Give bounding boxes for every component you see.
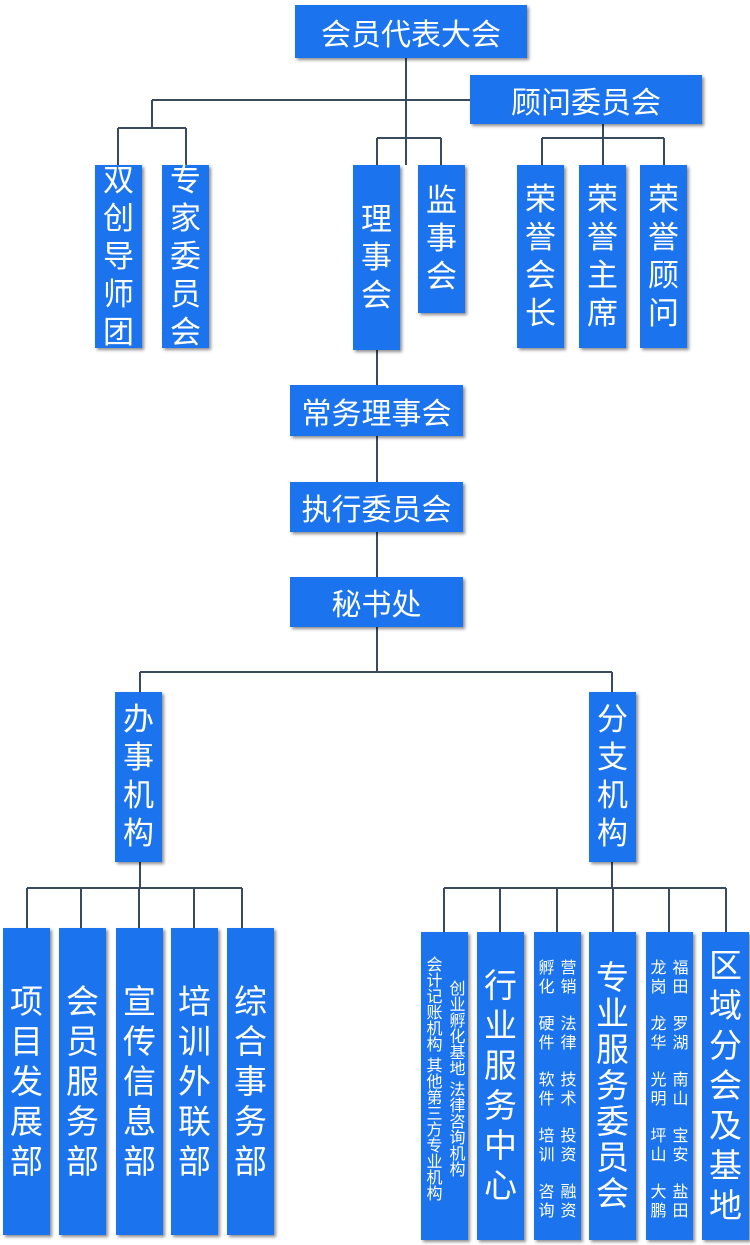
department-box: 项目发展部 xyxy=(3,928,50,1235)
honorary-advisor-label: 荣誉顾问 xyxy=(648,181,679,332)
district-item: 宝安 xyxy=(672,1126,689,1164)
service-items-box: 营销 孵化 法律 硬件 技术 软件 投资 培训 融资 咨询 xyxy=(534,932,581,1240)
honorary-chairman-label: 荣誉主席 xyxy=(587,181,618,332)
department-box: 会员服务部 xyxy=(59,928,106,1235)
industry-center-label: 行业服务中心 xyxy=(484,966,517,1205)
branch-label: 分支机构 xyxy=(597,702,628,852)
district-item: 罗湖 xyxy=(672,1014,689,1052)
service-item: 融资 xyxy=(560,1182,577,1220)
service-pair: 投资 培训 xyxy=(539,1126,577,1164)
district-pair: 南山 光明 xyxy=(651,1070,689,1108)
secretariat-box: 秘书处 xyxy=(290,577,463,627)
district-item: 大鹏 xyxy=(650,1182,667,1220)
service-item: 法律 xyxy=(560,1014,577,1052)
third-party-col1: 创业孵化基地 法律咨询机构 xyxy=(446,980,466,1178)
district-pair: 盐田 大鹏 xyxy=(651,1182,689,1220)
district-item: 龙岗 xyxy=(650,958,667,996)
department-label: 综合事务部 xyxy=(234,981,267,1181)
service-item: 投资 xyxy=(560,1126,577,1164)
honorary-president-box: 荣誉会长 xyxy=(517,165,564,348)
supervisory-label: 监事会 xyxy=(426,183,457,295)
regional-box: 区域分会及基地 xyxy=(702,932,749,1240)
department-label: 项目发展部 xyxy=(10,981,43,1181)
third-party-col2: 会计记账机构 其他第三方专业机构 xyxy=(423,956,443,1202)
supervisory-box: 监事会 xyxy=(418,165,465,313)
department-label: 会员服务部 xyxy=(66,981,99,1181)
district-pair: 福田 龙岗 xyxy=(651,958,689,996)
expert-committee-label: 专家委员会 xyxy=(170,162,201,351)
department-label: 宣传信息部 xyxy=(123,981,156,1181)
service-pair: 融资 咨询 xyxy=(539,1182,577,1220)
assembly-label: 会员代表大会 xyxy=(321,17,501,53)
districts-box: 福田 龙岗 罗湖 龙华 南山 光明 宝安 坪山 盐田 大鹏 xyxy=(646,932,693,1240)
mentor-group-box: 双创导师团 xyxy=(95,163,142,351)
standing-board-box: 常务理事会 xyxy=(290,385,463,436)
advisory-label: 顾问委员会 xyxy=(511,85,661,121)
service-item: 硬件 xyxy=(538,1014,555,1052)
board-label: 理事会 xyxy=(361,201,392,314)
third-party-box: 创业孵化基地 法律咨询机构 会计记账机构 其他第三方专业机构 xyxy=(421,932,468,1240)
secretariat-label: 秘书处 xyxy=(331,588,422,623)
department-label: 培训外联部 xyxy=(178,981,211,1181)
honorary-president-label: 荣誉会长 xyxy=(525,181,556,332)
district-item: 福田 xyxy=(672,958,689,996)
service-item: 孵化 xyxy=(538,958,555,996)
office-label: 办事机构 xyxy=(123,702,154,852)
professional-committee-label: 专业服务委员会 xyxy=(596,958,629,1213)
service-item: 软件 xyxy=(538,1070,555,1108)
service-pair: 法律 硬件 xyxy=(539,1014,577,1052)
district-pair: 宝安 坪山 xyxy=(651,1126,689,1164)
service-pair: 技术 软件 xyxy=(539,1070,577,1108)
honorary-chairman-box: 荣誉主席 xyxy=(579,165,626,348)
advisory-box: 顾问委员会 xyxy=(470,75,702,124)
service-item: 技术 xyxy=(560,1070,577,1108)
office-box: 办事机构 xyxy=(115,692,162,862)
district-item: 龙华 xyxy=(650,1014,667,1052)
expert-committee-box: 专家委员会 xyxy=(162,163,209,351)
honorary-advisor-box: 荣誉顾问 xyxy=(640,165,687,348)
service-pair: 营销 孵化 xyxy=(539,958,577,996)
service-item: 营销 xyxy=(560,958,577,996)
district-item: 盐田 xyxy=(672,1182,689,1220)
board-box: 理事会 xyxy=(353,165,400,350)
department-box: 宣传信息部 xyxy=(116,928,163,1235)
department-box: 培训外联部 xyxy=(171,928,218,1235)
district-item: 光明 xyxy=(650,1070,667,1108)
mentor-group-label: 双创导师团 xyxy=(103,162,134,351)
executive-committee-label: 执行委员会 xyxy=(301,493,452,528)
industry-center-box: 行业服务中心 xyxy=(477,932,524,1240)
service-item: 培训 xyxy=(538,1126,555,1164)
department-box: 综合事务部 xyxy=(227,928,274,1235)
district-pair: 罗湖 龙华 xyxy=(651,1014,689,1052)
standing-board-label: 常务理事会 xyxy=(301,396,452,432)
district-item: 坪山 xyxy=(650,1126,667,1164)
professional-committee-box: 专业服务委员会 xyxy=(589,932,636,1240)
assembly-box: 会员代表大会 xyxy=(295,5,527,58)
regional-label: 区域分会及基地 xyxy=(709,946,742,1225)
district-item: 南山 xyxy=(672,1070,689,1108)
executive-committee-box: 执行委员会 xyxy=(290,482,463,532)
service-item: 咨询 xyxy=(538,1182,555,1220)
branch-box: 分支机构 xyxy=(589,692,636,862)
